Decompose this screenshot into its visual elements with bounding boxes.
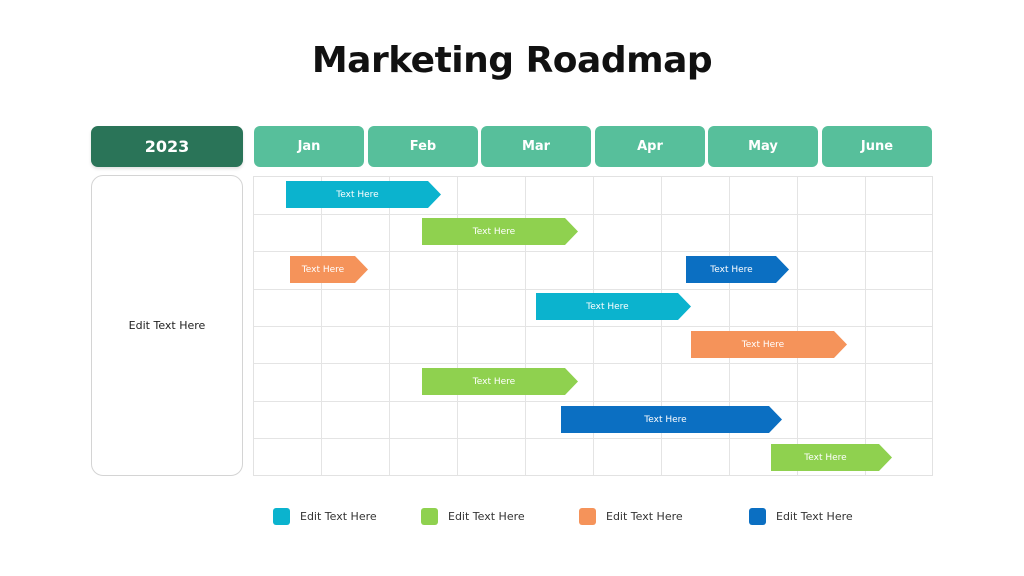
task-label: Text Here [301, 264, 345, 275]
month-label: Apr [637, 139, 663, 154]
month-header-apr: Apr [595, 126, 705, 167]
roadmap-task-bar[interactable]: Text Here [286, 181, 441, 208]
roadmap-grid [253, 176, 933, 476]
month-header-jan: Jan [254, 126, 364, 167]
month-label: June [860, 139, 894, 154]
page-title: Marketing Roadmap [311, 40, 713, 81]
roadmap-task-bar[interactable]: Text Here [536, 293, 691, 320]
roadmap-task-bar[interactable]: Text Here [771, 444, 892, 471]
roadmap-task-bar[interactable]: Text Here [422, 218, 578, 245]
legend-item: Edit Text Here [273, 508, 377, 525]
month-header-feb: Feb [368, 126, 478, 167]
legend-swatch [579, 508, 596, 525]
month-label: Jan [297, 139, 321, 154]
month-header-june: June [822, 126, 932, 167]
grid-line [254, 251, 932, 252]
year-header: 2023 [91, 126, 243, 167]
legend-swatch [421, 508, 438, 525]
legend-label: Edit Text Here [448, 510, 525, 523]
side-panel: Edit Text Here [91, 175, 243, 476]
task-label: Text Here [804, 452, 847, 463]
roadmap-task-bar[interactable]: Text Here [290, 256, 368, 283]
month-label: Mar [521, 139, 551, 154]
month-header-mar: Mar [481, 126, 591, 167]
legend-label: Edit Text Here [776, 510, 853, 523]
month-label: Feb [409, 139, 437, 154]
year-label: 2023 [144, 137, 190, 156]
legend-label: Edit Text Here [300, 510, 377, 523]
task-label: Text Here [741, 339, 785, 350]
task-label: Text Here [710, 264, 753, 275]
legend-item: Edit Text Here [421, 508, 525, 525]
grid-line [254, 326, 932, 327]
grid-line [254, 289, 932, 290]
legend-swatch [749, 508, 766, 525]
task-label: Text Here [336, 189, 379, 200]
grid-line [254, 214, 932, 215]
task-label: Text Here [472, 226, 516, 237]
legend-item: Edit Text Here [749, 508, 853, 525]
legend-swatch [273, 508, 290, 525]
roadmap-task-bar[interactable]: Text Here [691, 331, 847, 358]
grid-line [254, 401, 932, 402]
task-label: Text Here [472, 376, 516, 387]
month-header-may: May [708, 126, 818, 167]
roadmap-task-bar[interactable]: Text Here [422, 368, 578, 395]
grid-line [254, 363, 932, 364]
side-panel-text: Edit Text Here [128, 319, 206, 332]
legend-item: Edit Text Here [579, 508, 683, 525]
roadmap-task-bar[interactable]: Text Here [686, 256, 789, 283]
legend-label: Edit Text Here [606, 510, 683, 523]
task-label: Text Here [644, 414, 687, 425]
task-label: Text Here [586, 301, 629, 312]
grid-line [254, 438, 932, 439]
month-label: May [748, 139, 778, 154]
roadmap-task-bar[interactable]: Text Here [561, 406, 782, 433]
